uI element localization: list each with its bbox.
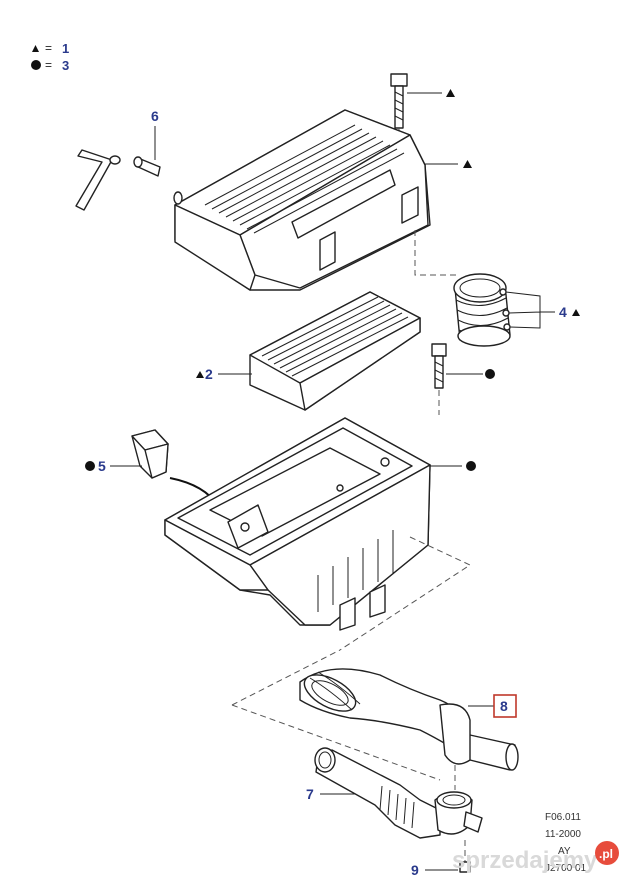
reference-line-2: 11-2000 bbox=[545, 829, 581, 840]
watermark: sprzedajemy .pl bbox=[452, 841, 619, 874]
middle-bolt bbox=[431, 343, 495, 415]
block-circle-marker-icon bbox=[85, 461, 95, 471]
resonator-triangle-marker-icon bbox=[572, 309, 580, 316]
legend-value-circle: 3 bbox=[62, 58, 69, 73]
callout-9: 9 bbox=[411, 862, 419, 878]
part-2-filter-element: 2 bbox=[196, 291, 421, 411]
bolt-circle-marker-icon bbox=[485, 369, 495, 379]
circle-symbol-icon bbox=[31, 60, 41, 70]
part-6-clips: 6 bbox=[75, 108, 161, 211]
callout-6: 6 bbox=[151, 108, 159, 124]
callout-7: 7 bbox=[306, 786, 314, 802]
part-4-resonator: 4 bbox=[453, 273, 580, 347]
legend-equals-1: = bbox=[45, 41, 52, 55]
housing-circle-marker-icon bbox=[466, 461, 476, 471]
part-5-block: 5 bbox=[85, 429, 222, 512]
callout-8-highlight-box bbox=[493, 694, 517, 718]
legend-equals-2: = bbox=[45, 58, 52, 72]
watermark-text: sprzedajemy bbox=[452, 847, 598, 874]
callout-2: 2 bbox=[205, 366, 213, 382]
reference-line-3: AY bbox=[558, 846, 571, 857]
part-7-hose: 7 bbox=[306, 747, 483, 839]
watermark-badge bbox=[595, 841, 619, 865]
reference-line-4: J2700 01 bbox=[545, 863, 587, 874]
part-8-intake-duct: 8 bbox=[231, 649, 519, 781]
part-9-screw: 9 bbox=[411, 840, 471, 878]
watermark-badge-text: .pl bbox=[599, 847, 613, 861]
cover-triangle-marker-icon bbox=[463, 160, 472, 168]
reference-line-1: F06.011 bbox=[545, 812, 581, 823]
air-cleaner-housing bbox=[164, 417, 476, 631]
legend-value-triangle: 1 bbox=[62, 41, 69, 56]
callout-8: 8 bbox=[500, 698, 508, 714]
triangle-symbol-icon bbox=[32, 45, 39, 52]
callout-5: 5 bbox=[98, 458, 106, 474]
air-cleaner-cover bbox=[173, 109, 472, 291]
callout-4: 4 bbox=[559, 304, 567, 320]
legend: = 1 = 3 bbox=[31, 41, 69, 73]
filter-triangle-marker-icon bbox=[196, 371, 204, 378]
bolt-triangle-marker-icon bbox=[446, 89, 455, 97]
drawing-reference: F06.011 11-2000 AY J2700 01 bbox=[545, 812, 587, 874]
